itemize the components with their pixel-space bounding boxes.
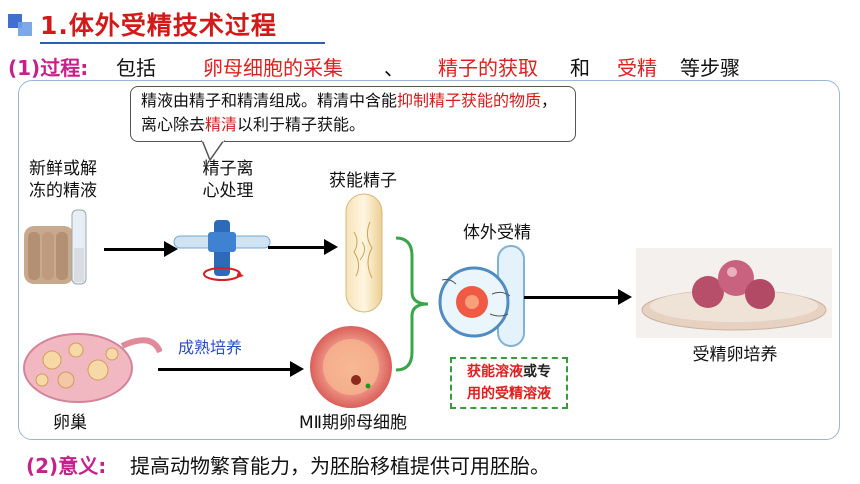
semen-label: 新鲜或解 冻的精液 bbox=[20, 158, 106, 202]
process-prefix: 包括 bbox=[116, 56, 156, 80]
meaning-text: 提高动物繁育能力，为胚胎移植提供可用胚胎。 bbox=[130, 454, 550, 478]
centrifuge-image bbox=[173, 220, 271, 281]
semen-label-line2: 冻的精液 bbox=[29, 181, 97, 201]
process-sep-1: 、 bbox=[384, 56, 404, 80]
process-label: (1)过程: bbox=[8, 56, 89, 80]
oocyte-label: MⅡ期卵母细胞 bbox=[298, 413, 408, 433]
ovary-label: 卵巢 bbox=[53, 413, 87, 433]
callout-box: 精液由精子和精清组成。精清中含能抑制精子获能的物质，离心除去精清以利于精子获能。 bbox=[130, 86, 576, 142]
merge-bracket bbox=[395, 236, 429, 372]
title-square-icon-2 bbox=[18, 22, 32, 36]
centrifuge-label-line1: 精子离 bbox=[202, 159, 254, 179]
arrow-semen-to-centrifuge bbox=[104, 248, 168, 251]
callout-red-1: 抑制精子获能的物质 bbox=[397, 91, 542, 110]
callout-text-2: ，离心除去 bbox=[141, 91, 558, 134]
arrow-head-icon-4 bbox=[618, 289, 632, 305]
solution-red-1: 获能溶液 bbox=[467, 364, 523, 380]
arrow-head-icon bbox=[164, 241, 178, 257]
meaning-label: (2)意义: bbox=[26, 454, 107, 478]
callout-pointer bbox=[201, 140, 225, 162]
solution-box: 获能溶液或专 用的受精溶液 bbox=[450, 357, 568, 409]
sperm-tube-image bbox=[345, 193, 383, 313]
culture-dish-image bbox=[636, 248, 832, 338]
process-blank-1: 卵母细胞的采集 bbox=[168, 52, 378, 82]
centrifuge-label: 精子离 心处理 bbox=[188, 158, 268, 202]
arrow-centrifuge-to-tube bbox=[268, 246, 328, 249]
title-underline bbox=[40, 42, 325, 44]
process-blank-3: 受精 bbox=[596, 52, 678, 82]
solution-red-2: 用的受精溶液 bbox=[467, 386, 551, 402]
ivf-image bbox=[438, 245, 525, 347]
process-suffix: 等步骤 bbox=[680, 56, 740, 80]
process-sep-2: 和 bbox=[570, 56, 590, 80]
callout-red-2: 精清 bbox=[205, 115, 238, 134]
page-title: 1.体外受精技术过程 bbox=[40, 11, 277, 40]
arrow-head-icon-3 bbox=[290, 361, 304, 377]
ovary-image bbox=[23, 333, 162, 403]
arrow-ivf-to-culture bbox=[524, 296, 622, 299]
process-blank-2: 精子的获取 bbox=[408, 52, 568, 82]
arrow-ovary-to-oocyte bbox=[158, 368, 292, 371]
arrow-head-icon-2 bbox=[324, 239, 338, 255]
solution-or: 或专 bbox=[523, 364, 551, 380]
maturation-label: 成熟培养 bbox=[178, 338, 243, 357]
centrifuge-label-line2: 心处理 bbox=[202, 181, 254, 201]
callout-text-3: 以利于精子获能。 bbox=[237, 115, 366, 134]
oocyte-image bbox=[310, 326, 392, 408]
semen-label-line1: 新鲜或解 bbox=[29, 159, 97, 179]
semen-tube-hand-image bbox=[24, 209, 87, 285]
ivf-label: 体外受精 bbox=[463, 223, 531, 243]
capacitated-sperm-label: 获能精子 bbox=[329, 171, 397, 191]
culture-label: 受精卵培养 bbox=[692, 345, 778, 365]
callout-text-1: 精液由精子和精清组成。精清中含能 bbox=[141, 91, 398, 110]
